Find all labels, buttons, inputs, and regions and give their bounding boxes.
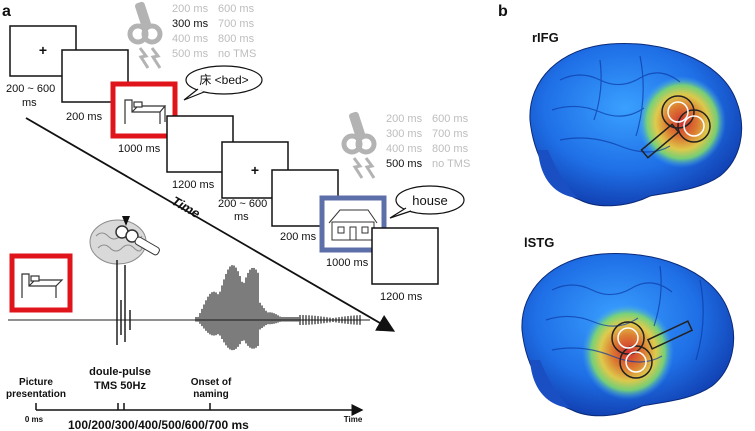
timeline-range: 100/200/300/400/500/600/700 ms xyxy=(68,418,249,431)
timing-option: 700 ms xyxy=(432,128,469,140)
duration-label-1a: 200 ~ 600 xyxy=(218,198,267,210)
timing-option: 200 ms xyxy=(386,113,423,125)
timing-option: 300 ms xyxy=(172,18,209,30)
sequence-1: + 200 ~ 600 ms 200 ms 1000 ms 1200 ms 20… xyxy=(6,1,263,191)
brain-stem xyxy=(538,150,578,198)
brain-label: rIFG xyxy=(532,30,559,45)
timing-option: no TMS xyxy=(218,48,256,60)
sulci xyxy=(551,55,681,153)
panel-label-a: a xyxy=(2,3,11,20)
duration-label-1a: 200 ~ 600 xyxy=(6,83,55,95)
panel-label-b: b xyxy=(498,3,508,20)
event-label-naming: Onset of xyxy=(191,377,232,388)
event-label-tms: doule-pulse xyxy=(89,366,151,378)
picture-frame-bed-small xyxy=(9,253,73,313)
duration-label-4: 1200 ms xyxy=(172,179,215,191)
sulci xyxy=(545,265,704,363)
speech-bubble-house: house xyxy=(389,185,465,219)
speech-waveform xyxy=(195,265,361,351)
brain-coil-icon xyxy=(89,216,160,265)
timing-option: 200 ms xyxy=(172,3,209,15)
duration-label-1b: ms xyxy=(234,211,249,223)
timing-option: 600 ms xyxy=(218,3,255,15)
timing-option: no TMS xyxy=(432,158,470,170)
duration-label-3: 1000 ms xyxy=(118,143,161,155)
timing-option: 400 ms xyxy=(172,33,209,45)
activation-hotspot xyxy=(638,76,726,168)
blank-frame-post xyxy=(371,227,439,285)
duration-label-4: 1200 ms xyxy=(380,291,423,303)
time-arrow xyxy=(25,117,396,332)
event-label-picture: presentation xyxy=(6,389,66,400)
bed-icon xyxy=(124,99,167,124)
timing-option: 500 ms xyxy=(172,48,209,60)
coil-overlay xyxy=(611,320,694,379)
duration-label-2: 200 ms xyxy=(66,111,103,123)
timing-option: 800 ms xyxy=(432,143,469,155)
fixation-cross: + xyxy=(39,42,47,58)
timeline-end: Time xyxy=(344,415,363,424)
timing-option: 400 ms xyxy=(386,143,423,155)
timeline-origin: 0 ms xyxy=(25,415,44,424)
activation-hotspot xyxy=(582,304,674,400)
event-label-naming: naming xyxy=(193,389,229,400)
duration-label-1b: ms xyxy=(22,97,37,109)
house-icon xyxy=(328,209,378,241)
timing-option: 800 ms xyxy=(218,33,255,45)
timing-options-2: 200 ms 600 ms 300 ms 700 ms 400 ms 800 m… xyxy=(386,113,470,170)
tms-coil-icon xyxy=(127,1,163,69)
brain-rifg: rIFG xyxy=(529,30,743,207)
event-label-tms: TMS 50Hz xyxy=(94,380,146,392)
tms-artifact xyxy=(116,260,131,345)
speech-bubble-bed: 床 <bed> xyxy=(183,65,263,101)
speech-bubble-text: 床 <bed> xyxy=(199,73,248,87)
event-label-picture: Picture xyxy=(19,377,53,388)
fixation-cross: + xyxy=(251,162,259,178)
duration-label-2: 200 ms xyxy=(280,231,317,243)
timing-options-1: 200 ms 600 ms 300 ms 700 ms 400 ms 800 m… xyxy=(172,3,256,60)
speech-bubble-text: house xyxy=(412,193,447,208)
coil-overlay xyxy=(640,95,711,159)
brain-lstg: lSTG xyxy=(521,235,735,417)
timing-option: 300 ms xyxy=(386,128,423,140)
timing-option: 700 ms xyxy=(218,18,255,30)
timing-option: 500 ms xyxy=(386,158,423,170)
tms-coil-icon xyxy=(341,111,377,179)
picture-frame-bed xyxy=(110,81,178,139)
brain-stem xyxy=(530,360,570,408)
duration-label-3: 1000 ms xyxy=(326,257,369,269)
bed-icon xyxy=(21,273,64,298)
brain-label: lSTG xyxy=(524,235,554,250)
timing-option: 600 ms xyxy=(432,113,469,125)
timeline-section: Picture presentation doule-pulse TMS 50H… xyxy=(6,216,370,431)
sequence-2: + 200 ~ 600 ms 200 ms 1000 ms 1200 ms 20… xyxy=(218,111,470,303)
